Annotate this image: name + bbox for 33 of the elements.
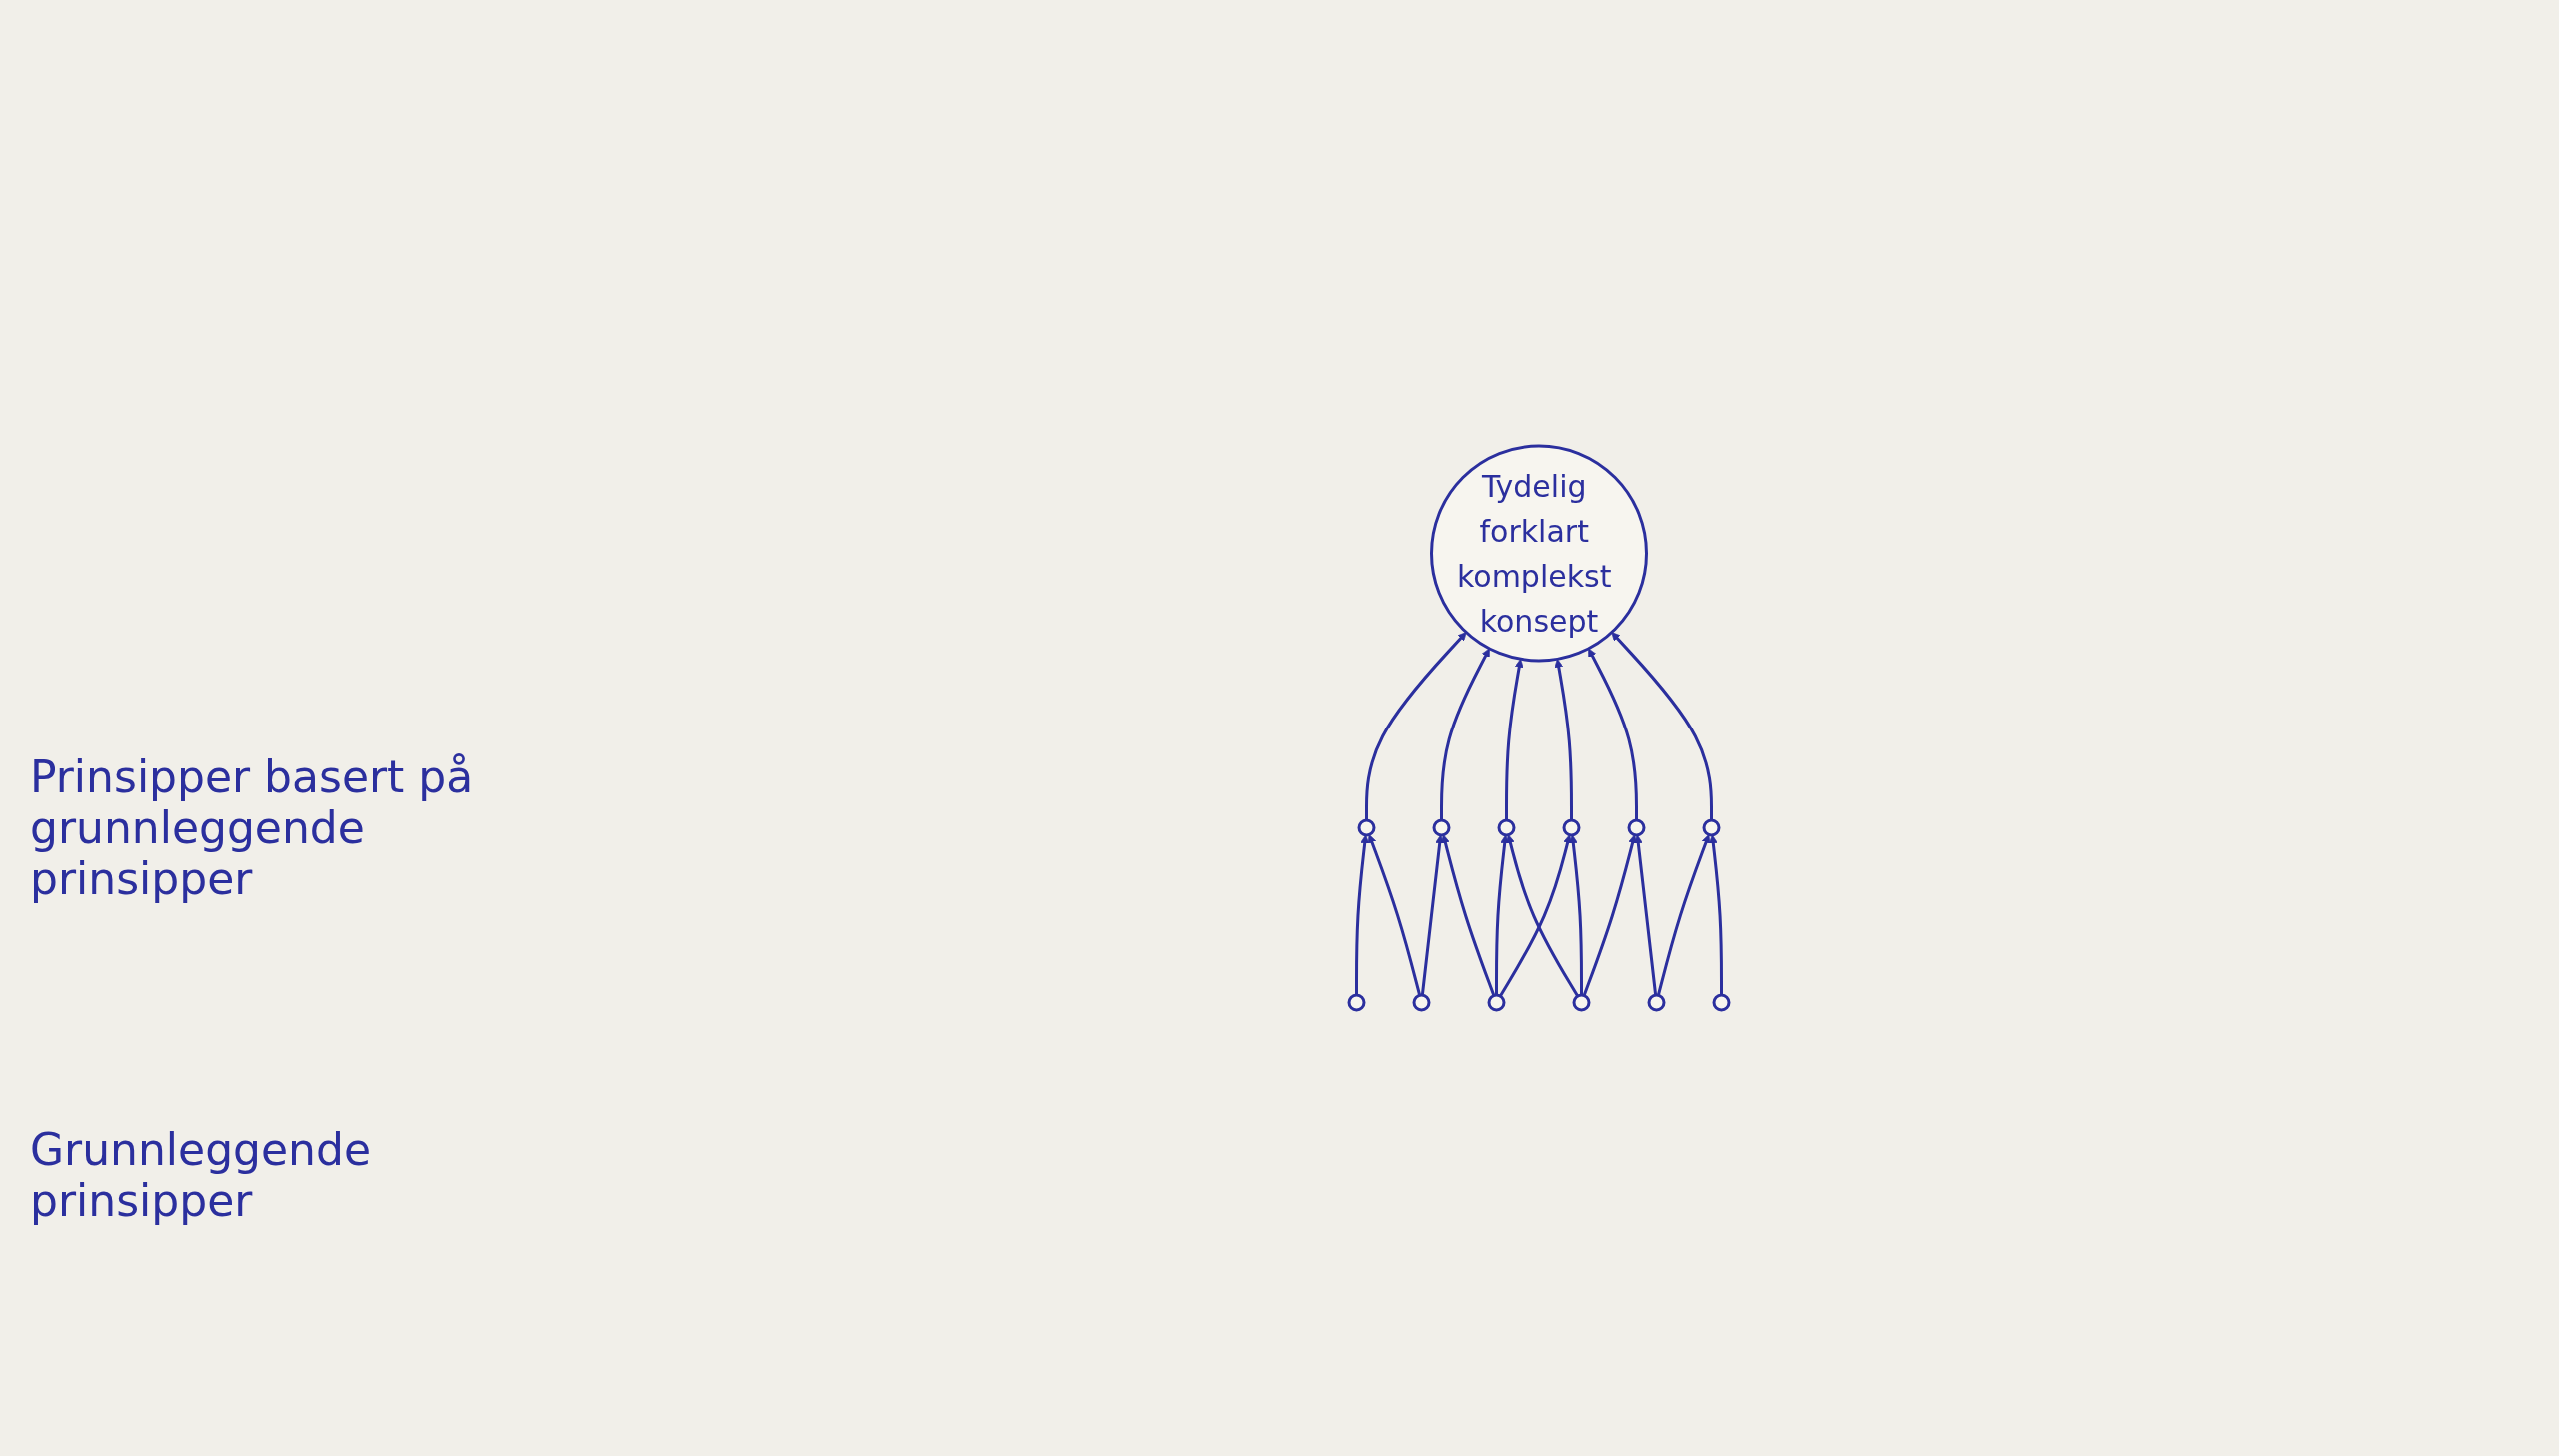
arrow — [1656, 834, 1711, 996]
arrow — [1355, 834, 1370, 995]
node-circle — [1487, 993, 1506, 1012]
node-circle — [1702, 818, 1721, 837]
arrow — [1611, 632, 1713, 820]
arrow — [1420, 834, 1445, 996]
arrow — [1588, 648, 1638, 820]
node-circle — [1572, 993, 1591, 1012]
arrow — [1708, 834, 1723, 995]
arrow — [1499, 834, 1572, 997]
arrow — [1582, 834, 1637, 996]
node-circle: Tydelig forklart komplekst konsept — [1430, 444, 1648, 663]
node-circle — [1432, 818, 1451, 837]
arrow — [1440, 648, 1490, 820]
arrow — [1441, 834, 1496, 996]
arrow — [1554, 659, 1573, 820]
arrow — [1568, 834, 1583, 995]
node-circle — [1497, 818, 1516, 837]
arrow — [1495, 834, 1510, 995]
arrow — [1506, 834, 1579, 997]
node-circle — [1347, 993, 1366, 1012]
arrow — [1367, 834, 1422, 996]
node-circle — [1712, 993, 1731, 1012]
row-label: Prinsipper basert på grunnleggende prinsipper — [30, 751, 475, 904]
arrow — [1633, 834, 1658, 996]
node-circle — [1412, 993, 1431, 1012]
arrow — [1365, 632, 1467, 820]
node-circle — [1627, 818, 1646, 837]
node-circle — [1357, 818, 1376, 837]
row-label: Grunnleggende prinsipper — [30, 1124, 372, 1226]
arrow — [1505, 659, 1524, 820]
node-circle — [1562, 818, 1581, 837]
node-circle — [1647, 993, 1666, 1012]
